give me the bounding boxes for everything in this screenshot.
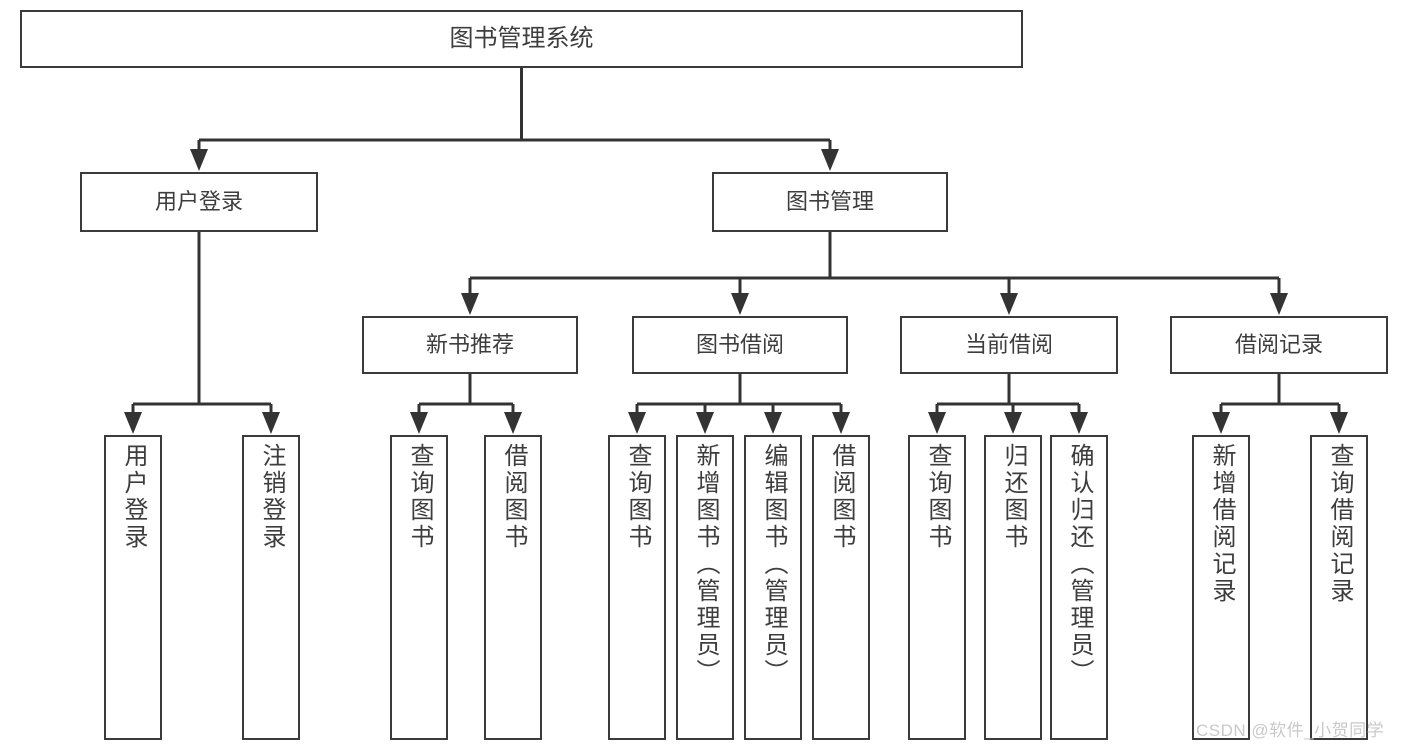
node-l1-a[interactable]: 用户登录 bbox=[80, 172, 318, 232]
node-label: 查询借阅记录 bbox=[1326, 443, 1353, 605]
node-root[interactable]: 图书管理系统 bbox=[20, 10, 1023, 68]
node-leaf-6[interactable]: 新增图书（管理员） bbox=[676, 435, 734, 740]
arrowhead-1-1 bbox=[731, 293, 749, 315]
node-leaf-2[interactable]: 注销登录 bbox=[242, 435, 300, 740]
node-label: 查询图书 bbox=[924, 443, 951, 551]
node-label: 用户登录 bbox=[154, 189, 243, 214]
node-leaf-3[interactable]: 查询图书 bbox=[390, 435, 448, 740]
node-leaf-12[interactable]: 新增借阅记录 bbox=[1192, 435, 1250, 740]
node-label: 确认归还（管理员） bbox=[1066, 443, 1093, 686]
arrowhead-3-0 bbox=[410, 412, 428, 434]
node-label: 图书管理 bbox=[785, 189, 874, 214]
node-leaf-8[interactable]: 借阅图书 bbox=[812, 435, 870, 740]
arrowhead-2-0 bbox=[124, 412, 142, 434]
node-label: 新增图书（管理员） bbox=[692, 443, 719, 686]
node-l2-d[interactable]: 借阅记录 bbox=[1170, 316, 1388, 374]
arrowhead-5-1 bbox=[1004, 412, 1022, 434]
arrowhead-4-1 bbox=[696, 412, 714, 434]
node-label: 借阅图书 bbox=[828, 443, 855, 551]
node-leaf-13[interactable]: 查询借阅记录 bbox=[1310, 435, 1368, 740]
node-leaf-7[interactable]: 编辑图书（管理员） bbox=[744, 435, 802, 740]
arrowhead-1-2 bbox=[1000, 293, 1018, 315]
arrowhead-0-0 bbox=[190, 149, 208, 171]
node-leaf-10[interactable]: 归还图书 bbox=[984, 435, 1042, 740]
arrowhead-1-3 bbox=[1270, 293, 1288, 315]
arrowhead-4-0 bbox=[628, 412, 646, 434]
node-leaf-11[interactable]: 确认归还（管理员） bbox=[1050, 435, 1108, 740]
arrowhead-0-1 bbox=[821, 149, 839, 171]
node-label: 当前借阅 bbox=[964, 332, 1053, 357]
arrowhead-5-0 bbox=[928, 412, 946, 434]
node-leaf-4[interactable]: 借阅图书 bbox=[484, 435, 542, 740]
node-leaf-1[interactable]: 用户登录 bbox=[104, 435, 162, 740]
node-label: 新增借阅记录 bbox=[1208, 443, 1235, 605]
node-l1-b[interactable]: 图书管理 bbox=[712, 172, 948, 232]
node-leaf-5[interactable]: 查询图书 bbox=[608, 435, 666, 740]
node-label: 新书推荐 bbox=[425, 332, 514, 357]
node-label: 查询图书 bbox=[406, 443, 433, 551]
node-label: 查询图书 bbox=[624, 443, 651, 551]
node-label: 用户登录 bbox=[120, 443, 147, 551]
arrowhead-4-2 bbox=[764, 412, 782, 434]
node-label: 图书借阅 bbox=[695, 332, 784, 357]
node-label: 借阅记录 bbox=[1234, 332, 1323, 357]
node-l2-b[interactable]: 图书借阅 bbox=[632, 316, 848, 374]
arrowhead-6-0 bbox=[1212, 412, 1230, 434]
arrowhead-6-1 bbox=[1330, 412, 1348, 434]
arrowhead-1-0 bbox=[461, 293, 479, 315]
arrowhead-2-1 bbox=[262, 412, 280, 434]
node-label: 注销登录 bbox=[258, 443, 285, 551]
node-leaf-9[interactable]: 查询图书 bbox=[908, 435, 966, 740]
node-label: 图书管理系统 bbox=[449, 25, 594, 52]
arrowhead-4-3 bbox=[832, 412, 850, 434]
arrowhead-3-1 bbox=[504, 412, 522, 434]
node-l2-c[interactable]: 当前借阅 bbox=[900, 316, 1118, 374]
node-label: 归还图书 bbox=[1000, 443, 1027, 551]
node-l2-a[interactable]: 新书推荐 bbox=[362, 316, 578, 374]
node-label: 编辑图书（管理员） bbox=[760, 443, 787, 686]
arrowhead-5-2 bbox=[1070, 412, 1088, 434]
node-label: 借阅图书 bbox=[500, 443, 527, 551]
